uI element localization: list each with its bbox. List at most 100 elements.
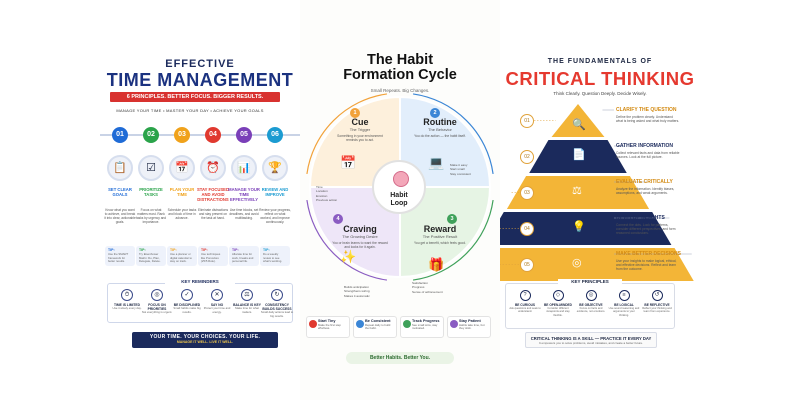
quadrant-list-item: Location [316,189,328,194]
habit-cycle-panel: The Habit Formation Cycle Small Repeats.… [300,0,500,400]
tip-label: TIP: [139,248,146,252]
tm-step-number: 02 [143,127,159,143]
reminder-label: BALANCE IS KEY [233,303,261,307]
ct-subtitle: Think Clearly. Question Deeply. Decide W… [553,91,647,96]
tm-step-number: 01 [112,127,128,143]
tip-text: See small wins, stay motivated. [412,323,438,331]
level-desc: Define the problem clearly. Understand w… [616,115,680,123]
lightbulb-icon: 💡 [572,221,586,233]
tip-icon [356,320,364,328]
quadrant-desc: Something in your environment reminds yo… [337,134,383,142]
habit-cycle-diagram [306,93,494,281]
principle-label: BE OBJECTIVE [579,303,603,307]
quadrant-title: Reward [423,224,457,234]
tm-step-1: 01 [111,126,135,150]
habit-title-line2: Formation Cycle [343,67,457,83]
logic-icon: ≡ [618,290,630,301]
tm-step-title: REVIEW AND IMPROVE [261,187,289,197]
tm-footer: YOUR TIME. YOUR CHOICES. YOUR LIFE. MANA… [132,332,278,348]
tip-label: TIP: [108,248,115,252]
reflect-icon: ↺ [651,290,663,301]
quadrant-subtitle: The Positive Result [422,234,458,239]
tip-icon [450,320,458,328]
quadrant-reward [399,186,492,279]
quadrant-title: Routine [423,117,457,127]
level-title: CLARIFY THE QUESTION [616,107,677,113]
tm-step-5: 05 [235,126,259,150]
gift-icon: 🎁 [428,257,445,272]
laptop-person-icon: 💻 [428,155,445,170]
tm-step-number: 06 [267,127,283,143]
ct-title: CRITICAL THINKING [505,68,695,89]
document-icon: 📄 [572,149,586,161]
level-number: 02 [520,149,534,164]
tip-icon [403,320,411,328]
reminder-text: Small daily actions lead to big results. [260,310,294,318]
reminder-text: Not everything is urgent. [141,310,173,314]
quadrant-list-item: Emotion [316,193,328,198]
quadrant-list-item: Progress [412,285,425,290]
level-desc: Use your insights to make logical, ethic… [616,259,677,271]
habit-title: The Habit Formation Cycle [300,53,500,83]
tip-icon [309,320,317,328]
magnifier-icon: 🔍 [572,119,586,131]
tm-step-desc: Focus on what matters most. Rank tasks b… [135,208,167,224]
brain-icon [393,171,409,187]
reminder-text: Small habits make big results. [173,306,201,314]
principle-text: Consider different viewpoints and stay f… [546,307,570,317]
cycle-arrow [306,199,388,281]
calendar-icon: 📅 [340,155,357,170]
cycle-arrow [412,93,494,175]
tm-step-title: PRIORITIZE TASKS [139,187,163,197]
level-title: GATHER INFORMATION [616,143,674,149]
principle-label: BE OPEN-MINDED [544,303,572,307]
tm-footer-main: YOUR TIME. YOUR CHOICES. YOUR LIFE. [149,334,261,340]
habit-footer: Better Habits. Better You. [346,352,454,364]
pyramid-level-5 [500,248,694,281]
tm-step-2: 02 [142,126,166,150]
quadrant-list-item: Builds anticipation [344,285,369,289]
tm-step-title: PLAN YOUR TIME [169,187,195,197]
key-principles-title: KEY PRINCIPLES [558,279,622,284]
repeat-icon: ↻ [271,289,283,301]
quadrant-list-item: Sense of achievement [412,289,443,294]
tip-text: Use a planner or digital calendar to sta… [170,252,192,263]
ct-pre-title: THE FUNDAMENTALS OF [547,58,653,65]
tip-text: Use the SMART framework for better resul… [108,252,129,263]
tip-label: TIP: [263,248,270,252]
tm-step-3: 03 [173,126,197,150]
quadrant-number: 3 [447,214,457,224]
level-number: 03 [520,185,534,200]
calendar-icon: 📅 [169,155,195,181]
open-mind-icon: ◇ [552,290,564,301]
tm-step-desc: Know what you want to achieve, and break… [104,208,136,224]
level-number: 04 [520,221,534,236]
reminder-label: TIME IS LIMITED [113,303,140,307]
target-icon: ◎ [151,289,163,301]
pyramid-level-1 [551,104,605,137]
tip-label: TIP: [232,248,239,252]
quadrant-number: 2 [430,108,440,118]
tm-step-tip: TIP:Try Eisenhower Matrix: Do, Plan, Del… [136,246,166,266]
clipboard-goals-icon: 📋 [107,155,133,181]
tip-label: TIP: [201,248,208,252]
principle-label: BE LOGICAL [614,303,634,307]
tip-text: Try Eisenhower Matrix: Do, Plan, Delegat… [139,252,161,263]
tm-footer-sub: MANAGE IT WELL. LIVE IT WELL. [176,340,234,344]
reminder-label: FOCUS ON PRIORITIES [147,303,167,311]
level-number: 05 [520,257,534,272]
quadrant-number: 4 [333,214,343,224]
level-number: 01 [520,113,534,128]
scales-icon: ⚖ [572,185,582,197]
principle-label: BE CURIOUS [514,303,535,307]
tip-label: TIP: [170,248,177,252]
habit-title-line1: The Habit [366,52,434,68]
tm-step-number: 03 [174,127,190,143]
alarm-clock-icon: ⏰ [200,155,226,181]
